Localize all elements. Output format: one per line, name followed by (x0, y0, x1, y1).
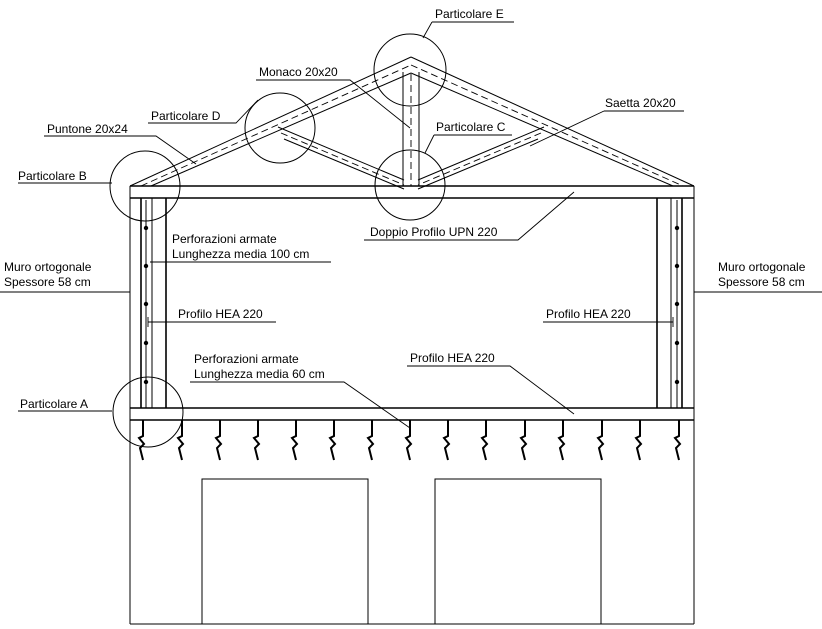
label-perforazioni-60-line2: Lunghezza media 60 cm (194, 367, 325, 381)
steel-frame (130, 198, 694, 421)
door-opening-left (201, 478, 369, 625)
detail-circle-d (244, 92, 316, 164)
label-hea-bottom: Profilo HEA 220 (410, 351, 495, 365)
anchors-horizontal-right (674, 225, 680, 385)
strut-right (417, 126, 545, 190)
label-perforazioni-60-line1: Perforazioni armate (194, 352, 299, 366)
rafter-right (410, 56, 695, 187)
labels: Particolare E Monaco 20x20 Particolare D… (4, 7, 806, 411)
leader-lines (0, 21, 822, 429)
label-particolare-a: Particolare A (20, 397, 88, 411)
label-muro-right-line2: Spessore 58 cm (718, 275, 805, 289)
tie-beam-upn (130, 185, 694, 199)
anchors-horizontal-left (143, 225, 149, 385)
label-hea-left: Profilo HEA 220 (178, 307, 263, 321)
label-muro-right-line1: Muro ortogonale (718, 260, 806, 274)
detail-circle-a (112, 376, 184, 448)
strut-left (277, 126, 405, 190)
door-opening-right (434, 478, 602, 625)
label-saetta: Saetta 20x20 (605, 96, 676, 110)
label-puntone: Puntone 20x24 (47, 122, 128, 136)
label-muro-left-line1: Muro ortogonale (4, 260, 92, 274)
label-perforazioni-100-line1: Perforazioni armate (172, 232, 277, 246)
label-perforazioni-100-line2: Lunghezza media 100 cm (172, 247, 309, 261)
label-particolare-b: Particolare B (18, 169, 87, 183)
detail-circle-e (373, 33, 447, 107)
label-particolare-c: Particolare C (436, 120, 506, 134)
detail-circle-b (109, 150, 181, 222)
label-particolare-d: Particolare D (151, 109, 221, 123)
rafter-left (129, 56, 412, 187)
label-monaco: Monaco 20x20 (259, 65, 338, 79)
detail-circle-c (374, 149, 446, 221)
roof-truss (129, 56, 695, 199)
king-post (402, 72, 420, 186)
bottom-beam-hea (130, 407, 694, 421)
label-doppio-upn: Doppio Profilo UPN 220 (370, 225, 498, 239)
label-particolare-e: Particolare E (435, 7, 504, 21)
label-hea-right: Profilo HEA 220 (546, 307, 631, 321)
anchors-vertical (137, 420, 682, 461)
label-muro-left-line2: Spessore 58 cm (4, 275, 91, 289)
